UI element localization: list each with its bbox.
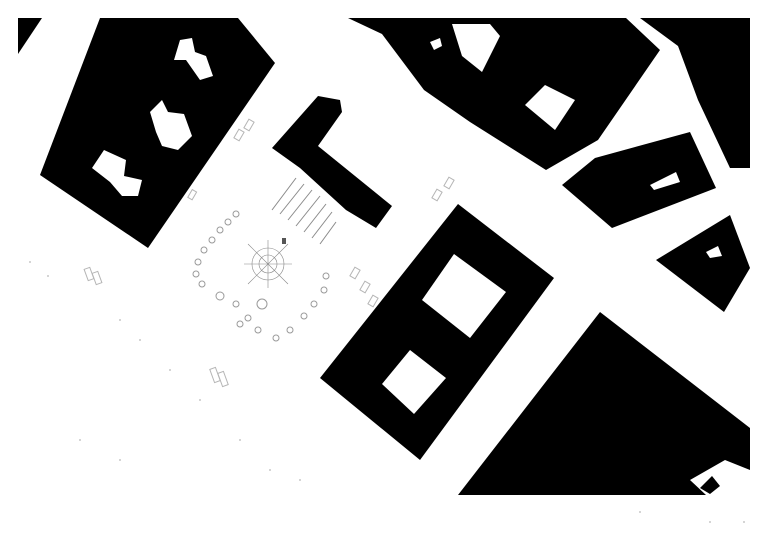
road-markings [29, 261, 745, 523]
fountain-pattern [244, 238, 292, 288]
building-southeast-block [458, 312, 750, 495]
building-east-small [656, 215, 750, 312]
building-north-center-block [348, 18, 660, 170]
square-landscape [29, 118, 745, 523]
building-northeast-block [640, 18, 750, 168]
building-l-shaped [272, 96, 392, 228]
tree-ring [192, 210, 330, 342]
street-furniture [83, 118, 455, 388]
building-corner-topleft [18, 18, 42, 54]
building-east-slab [562, 132, 716, 228]
building-northwest-block [40, 18, 275, 248]
paving-stripes [271, 177, 337, 245]
building-central-block [320, 204, 554, 460]
